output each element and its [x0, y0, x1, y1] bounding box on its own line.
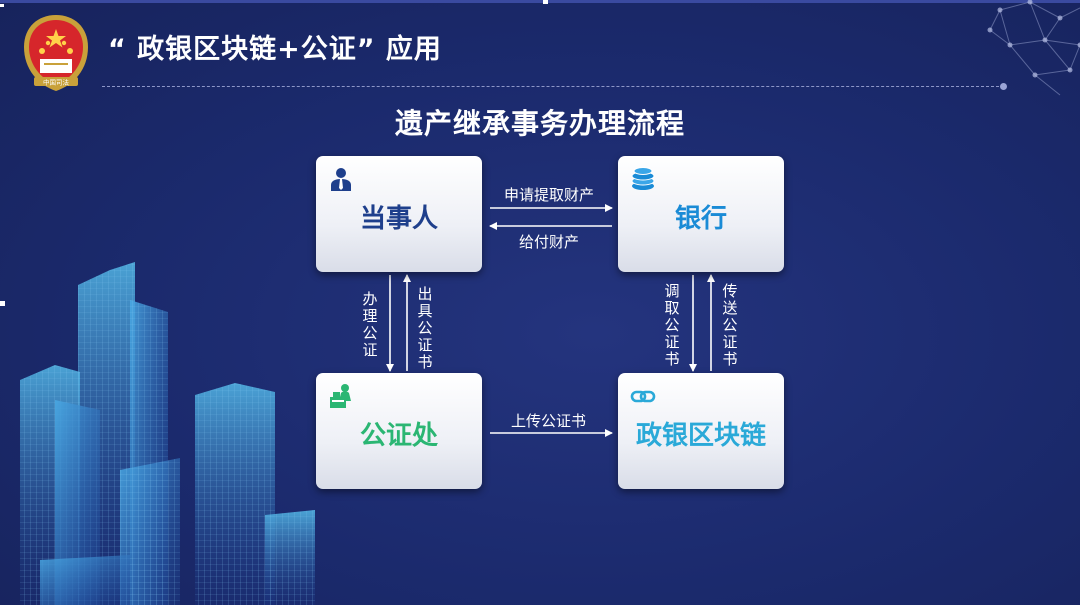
page-title: “ 政银区块链+公证” 应用: [108, 34, 442, 65]
edge-label-apply-withdraw: 申请提取财产: [504, 186, 595, 204]
node-notary: 公证处: [316, 373, 482, 489]
edge-label-issue-cert: 出具公证书: [417, 285, 433, 371]
notary-desk-icon: [330, 384, 351, 408]
top-border: [0, 0, 1080, 3]
edge-label-handle-notary: 办理公证: [362, 290, 378, 359]
node-party: 当事人: [316, 156, 482, 272]
title-divider: [102, 86, 1004, 87]
corner-resize-handle[interactable]: [0, 4, 4, 7]
edge-label-retrieve-cert: 调取公证书: [664, 282, 680, 368]
coins-icon: [631, 167, 655, 190]
node-label-party: 当事人: [359, 204, 438, 234]
justice-emblem-logo: 中国司法: [24, 15, 88, 91]
node-chain: 政银区块链: [618, 373, 784, 489]
diagram-title: 遗产继承事务办理流程: [394, 107, 685, 140]
node-bank: 银行: [618, 156, 784, 272]
logo-text: 中国司法: [43, 78, 70, 87]
left-resize-handle[interactable]: [0, 301, 5, 306]
person-icon: [331, 168, 351, 191]
node-label-bank: 银行: [674, 204, 727, 234]
node-label-notary: 公证处: [359, 421, 438, 451]
divider-dot: [1000, 83, 1007, 90]
city-buildings-decoration: [20, 262, 315, 605]
edge-label-upload-cert: 上传公证书: [511, 412, 587, 430]
network-decoration: [987, 0, 1080, 96]
edge-label-transmit-cert: 传送公证书: [722, 282, 738, 368]
chain-link-icon: [630, 390, 656, 403]
edge-label-pay-assets: 给付财产: [519, 233, 580, 251]
top-resize-handle[interactable]: [543, 0, 548, 4]
node-label-chain: 政银区块链: [635, 421, 766, 451]
